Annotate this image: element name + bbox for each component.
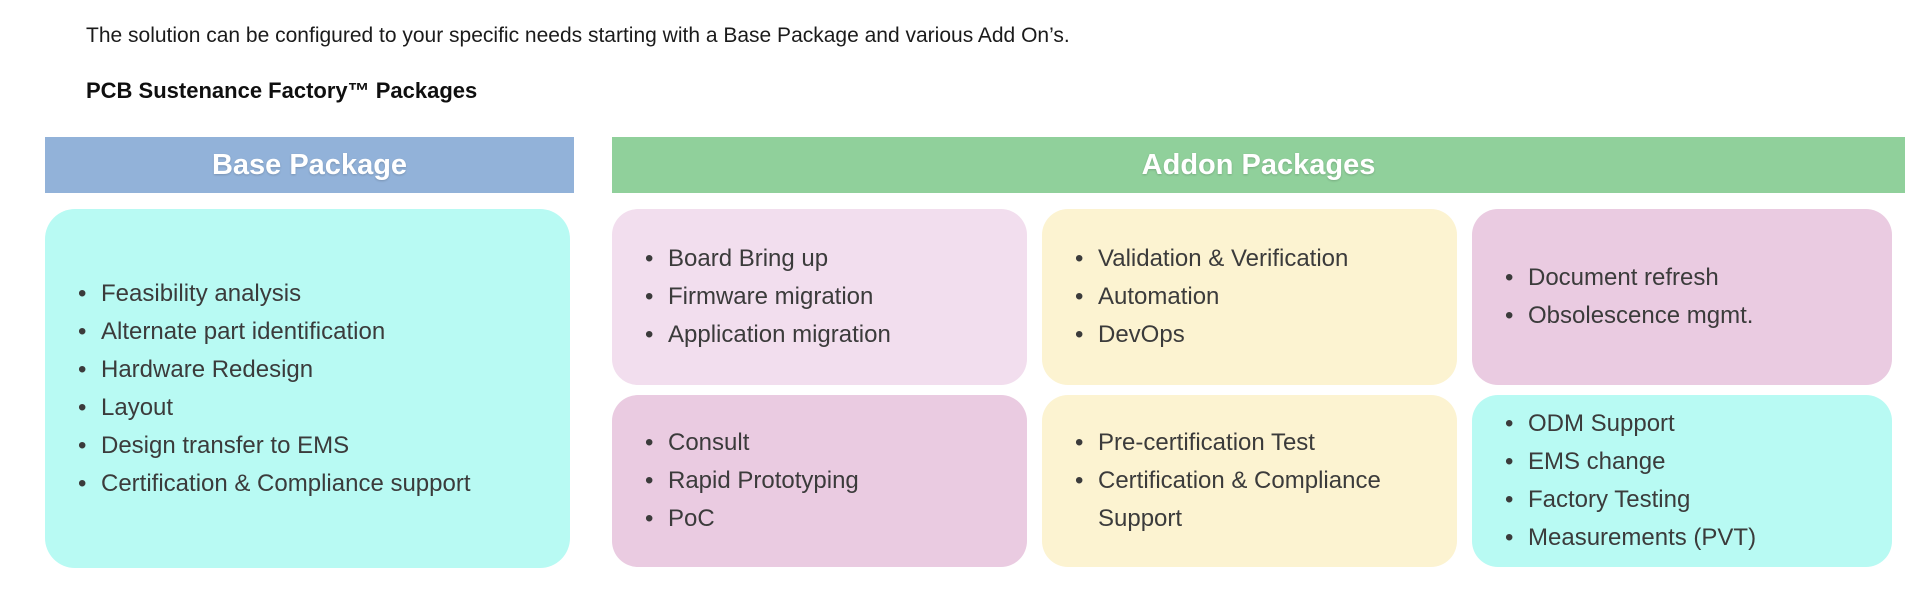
addon-packages-header: Addon Packages — [612, 137, 1905, 193]
base-package-header: Base Package — [45, 137, 574, 193]
list-item: Pre-certification Test — [1075, 424, 1387, 462]
list-item: Automation — [1075, 278, 1417, 316]
addon-list: Validation & Verification Automation Dev… — [1042, 240, 1457, 354]
list-item: Obsolescence mgmt. — [1505, 297, 1852, 335]
page-title: PCB Sustenance Factory™ Packages — [86, 78, 478, 103]
list-item: Certification & Compliance support — [78, 465, 475, 503]
addon-box-consult-prototyping: Consult Rapid Prototyping PoC — [612, 395, 1027, 567]
list-item: Certification & Compliance Support — [1075, 462, 1387, 538]
intro-text: The solution can be configured to your s… — [86, 24, 1070, 47]
base-package-header-label: Base Package — [211, 148, 408, 181]
list-item: Validation & Verification — [1075, 240, 1417, 278]
addon-list: Pre-certification Test Certification & C… — [1042, 424, 1457, 538]
addon-list: ODM Support EMS change Factory Testing M… — [1472, 405, 1892, 557]
addon-box-validation-devops: Validation & Verification Automation Dev… — [1042, 209, 1457, 385]
list-item: Hardware Redesign — [78, 351, 475, 389]
list-item: EMS change — [1505, 443, 1852, 481]
list-item: Consult — [645, 424, 987, 462]
list-item: Document refresh — [1505, 259, 1852, 297]
list-item: Layout — [78, 389, 475, 427]
list-item: Feasibility analysis — [78, 275, 475, 313]
base-package-box: Feasibility analysis Alternate part iden… — [45, 209, 570, 568]
list-item: Factory Testing — [1505, 481, 1852, 519]
addon-list: Board Bring up Firmware migration Applic… — [612, 240, 1027, 354]
list-item: Rapid Prototyping — [645, 462, 987, 500]
addon-list: Consult Rapid Prototyping PoC — [612, 424, 1027, 538]
list-item: Board Bring up — [645, 240, 987, 278]
list-item: Measurements (PVT) — [1505, 519, 1852, 557]
addon-box-certification-test: Pre-certification Test Certification & C… — [1042, 395, 1457, 567]
list-item: DevOps — [1075, 316, 1417, 354]
addon-packages-header-label: Addon Packages — [1141, 148, 1376, 181]
list-item: Firmware migration — [645, 278, 987, 316]
list-item: PoC — [645, 500, 987, 538]
addon-box-factory-odm: ODM Support EMS change Factory Testing M… — [1472, 395, 1892, 567]
addon-box-board-bringup: Board Bring up Firmware migration Applic… — [612, 209, 1027, 385]
list-item: ODM Support — [1505, 405, 1852, 443]
addon-box-document-obsolescence: Document refresh Obsolescence mgmt. — [1472, 209, 1892, 385]
list-item: Design transfer to EMS — [78, 427, 475, 465]
addon-list: Document refresh Obsolescence mgmt. — [1472, 259, 1892, 335]
list-item: Alternate part identification — [78, 313, 475, 351]
base-package-list: Feasibility analysis Alternate part iden… — [45, 275, 570, 503]
list-item: Application migration — [645, 316, 987, 354]
